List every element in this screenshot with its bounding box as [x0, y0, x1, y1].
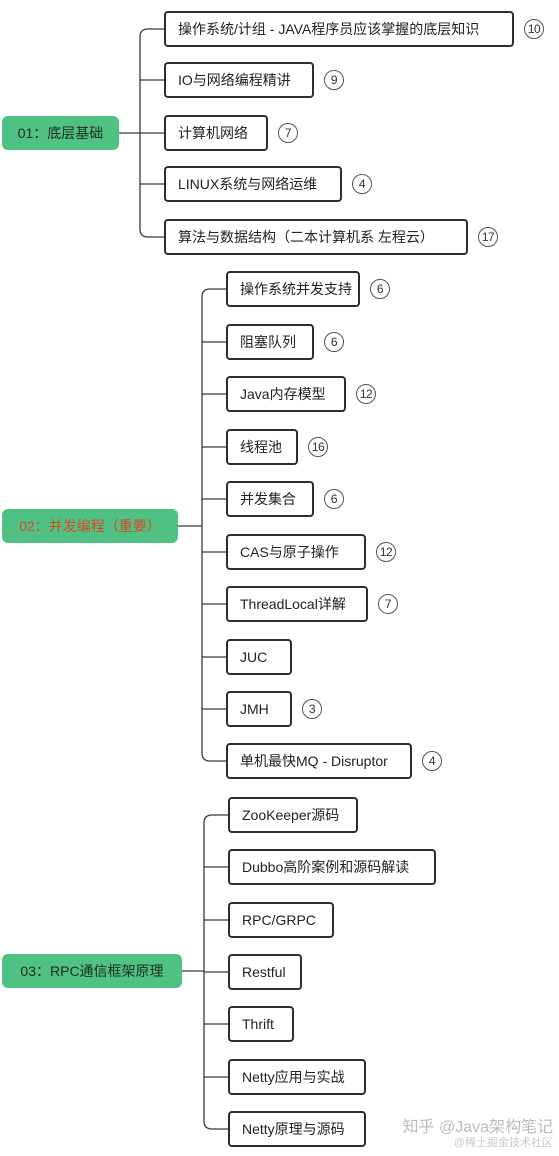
subtopic-node[interactable]: 算法与数据结构（二本计算机系 左程云） — [164, 219, 468, 255]
subtopic-node[interactable]: 阻塞队列 — [226, 324, 314, 360]
subtopic-count-badge: 6 — [324, 332, 344, 352]
subtopic-count-badge: 7 — [378, 594, 398, 614]
subtopic-node[interactable]: RPC/GRPC — [228, 902, 334, 938]
subtopic-node[interactable]: 线程池 — [226, 429, 298, 465]
subtopic-node[interactable]: 并发集合 — [226, 481, 314, 517]
subtopic-node[interactable]: Restful — [228, 954, 302, 990]
subtopic-count-badge: 6 — [324, 489, 344, 509]
subtopic-node[interactable]: IO与网络编程精讲 — [164, 62, 314, 98]
subtopic-node[interactable]: Netty原理与源码 — [228, 1111, 366, 1147]
subtopic-node[interactable]: Dubbo高阶案例和源码解读 — [228, 849, 436, 885]
subtopic-count-badge: 17 — [478, 227, 498, 247]
subtopic-node[interactable]: JUC — [226, 639, 292, 675]
subtopic-count-badge: 10 — [524, 19, 544, 39]
subtopic-count-badge: 12 — [376, 542, 396, 562]
subtopic-count-badge: 4 — [422, 751, 442, 771]
subtopic-node[interactable]: Java内存模型 — [226, 376, 346, 412]
subtopic-count-badge: 9 — [324, 70, 344, 90]
subtopic-node[interactable]: ZooKeeper源码 — [228, 797, 358, 833]
topic-node[interactable]: 03：RPC通信框架原理 — [2, 954, 182, 988]
subtopic-node[interactable]: Thrift — [228, 1006, 294, 1042]
topic-node[interactable]: 01：底层基础 — [2, 116, 119, 150]
watermark-line-1: 知乎 @Java架构笔记 — [402, 1118, 554, 1136]
subtopic-count-badge: 6 — [370, 279, 390, 299]
subtopic-count-badge: 3 — [302, 699, 322, 719]
subtopic-count-badge: 16 — [308, 437, 328, 457]
watermark: 知乎 @Java架构笔记 @稀土掘金技术社区 — [403, 1119, 554, 1150]
subtopic-node[interactable]: 操作系统并发支持 — [226, 271, 360, 307]
subtopic-node[interactable]: Netty应用与实战 — [228, 1059, 366, 1095]
subtopic-count-badge: 4 — [352, 174, 372, 194]
subtopic-node[interactable]: ThreadLocal详解 — [226, 586, 368, 622]
subtopic-node[interactable]: 计算机网络 — [164, 115, 268, 151]
subtopic-node[interactable]: JMH — [226, 691, 292, 727]
subtopic-node[interactable]: CAS与原子操作 — [226, 534, 366, 570]
connector-line — [201, 288, 226, 762]
watermark-line-2: @稀土掘金技术社区 — [453, 1137, 553, 1150]
subtopic-node[interactable]: 操作系统/计组 - JAVA程序员应该掌握的底层知识 — [164, 11, 514, 47]
topic-node[interactable]: 02：并发编程（重要） — [2, 509, 178, 543]
subtopic-node[interactable]: LINUX系统与网络运维 — [164, 166, 342, 202]
subtopic-count-badge: 7 — [278, 123, 298, 143]
subtopic-count-badge: 12 — [356, 384, 376, 404]
subtopic-node[interactable]: 单机最快MQ - Disruptor — [226, 743, 412, 779]
